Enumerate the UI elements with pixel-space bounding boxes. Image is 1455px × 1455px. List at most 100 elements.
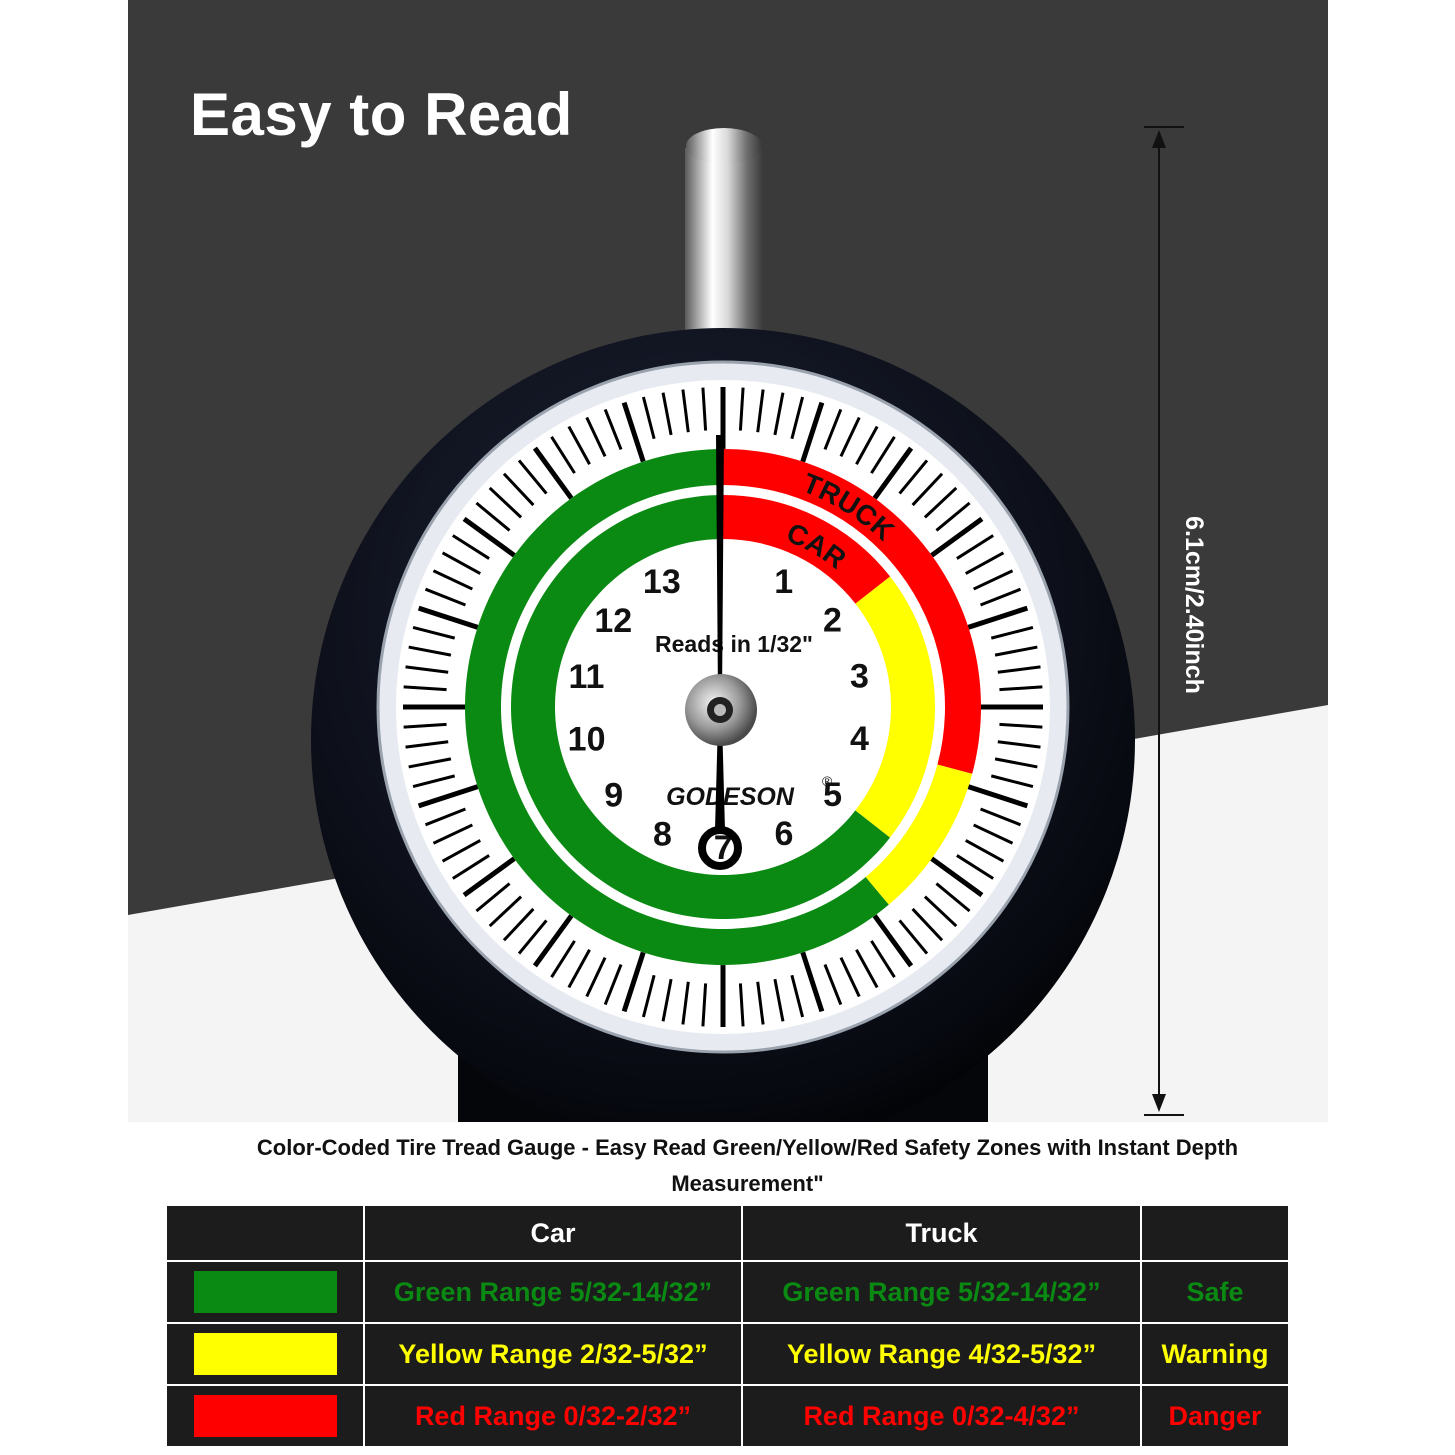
dial-tick	[870, 940, 896, 978]
dial-number: 7	[714, 829, 733, 867]
dial-tick	[990, 625, 1034, 640]
dial-tick	[935, 501, 971, 532]
dial-number: 1	[774, 563, 793, 601]
color-swatch	[193, 1333, 337, 1375]
dial-tick	[965, 551, 1005, 575]
table-header-status	[1140, 1204, 1290, 1262]
dial-tick	[641, 974, 656, 1018]
dial-tick	[603, 963, 623, 1006]
dimension-label: 6.1cm/2.40inch	[1180, 516, 1208, 694]
dial-tick	[550, 940, 576, 978]
dial-tick	[517, 459, 548, 495]
truck-yellow-zone	[865, 764, 973, 905]
dial-tick	[701, 983, 708, 1027]
dial-tick	[502, 907, 535, 942]
status-cell: Safe	[1140, 1260, 1290, 1324]
dial-tick	[408, 645, 452, 657]
reads-in-label: Reads in 1/32"	[655, 631, 813, 657]
dial-tick	[621, 948, 647, 1013]
dial-tick	[956, 854, 994, 880]
color-swatch	[193, 1395, 337, 1437]
dial-tick	[999, 722, 1043, 729]
status-cell: Warning	[1140, 1322, 1290, 1386]
color-swatch-cell	[165, 1322, 365, 1386]
dial-tick	[839, 956, 861, 998]
dial-tick	[799, 401, 825, 466]
needle-hub-center	[714, 704, 726, 716]
dial-tick	[927, 854, 984, 898]
dial-tick	[412, 625, 456, 640]
dial-tick	[972, 823, 1014, 845]
dial-tick	[621, 401, 647, 466]
dimension-arrow-down	[1152, 1094, 1166, 1112]
dial-tick	[567, 949, 591, 989]
table-header-truck: Truck	[741, 1204, 1142, 1262]
dial-tick	[927, 516, 984, 560]
tread-range-table: Car Truck Green Range 5/32-14/32”Green R…	[165, 1204, 1290, 1448]
table-row: Green Range 5/32-14/32”Green Range 5/32-…	[165, 1260, 1290, 1324]
dial-tick	[756, 981, 765, 1025]
car-range-cell: Green Range 5/32-14/32”	[363, 1260, 743, 1324]
dial-tick	[790, 396, 805, 440]
dial-tick	[773, 392, 785, 436]
dial-tick	[790, 974, 805, 1018]
status-cell: Danger	[1140, 1384, 1290, 1448]
dial-number: 8	[653, 815, 672, 853]
dial-ticks	[403, 387, 1043, 1027]
headline: Easy to Read	[190, 81, 573, 148]
truck-range-cell: Yellow Range 4/32-5/32”	[741, 1322, 1142, 1386]
dial-tick	[911, 472, 944, 507]
table-header-row: Car Truck	[165, 1204, 1290, 1262]
dial-tick	[855, 949, 879, 989]
dial-tick	[502, 472, 535, 507]
dial-tick	[823, 408, 843, 451]
dial-tick	[911, 907, 944, 942]
dial-tick	[452, 534, 490, 560]
dial-tick	[994, 757, 1038, 769]
dial-tick	[965, 839, 1005, 863]
dial-tick	[641, 396, 656, 440]
truck-green-zone	[465, 449, 889, 965]
dial-tick	[870, 911, 914, 968]
dial-number: 13	[643, 563, 681, 601]
dial-tick	[405, 740, 449, 749]
dial-tick	[839, 416, 861, 458]
dial-tick	[417, 783, 482, 809]
dial-tick	[997, 665, 1041, 674]
dial-tick	[756, 389, 765, 433]
dial-tick	[738, 983, 745, 1027]
dial-tick	[441, 551, 481, 575]
dial-tick	[585, 956, 607, 998]
dial-number: 4	[850, 720, 869, 758]
brand-logo: GODESON	[666, 783, 795, 811]
dial-tick	[585, 416, 607, 458]
truck-range-cell: Red Range 0/32-4/32”	[741, 1384, 1142, 1448]
dial-tick	[923, 486, 958, 519]
color-swatch-cell	[165, 1260, 365, 1324]
dial-tick	[441, 839, 481, 863]
dial-tick	[424, 587, 467, 607]
dial-tick	[603, 408, 623, 451]
dial-tick	[408, 757, 452, 769]
dial-tick	[923, 895, 958, 928]
dial-tick	[517, 919, 548, 955]
dial-tick	[550, 436, 576, 474]
dial-tick	[681, 389, 690, 433]
table-row: Yellow Range 2/32-5/32”Yellow Range 4/32…	[165, 1322, 1290, 1386]
dial-tick	[412, 774, 456, 789]
gauge-needle	[698, 435, 742, 870]
gauge-probe-tip	[686, 128, 762, 164]
dial-tick	[405, 665, 449, 674]
dial-tick	[964, 605, 1029, 631]
dial-tick	[898, 919, 929, 955]
dial-number: 11	[568, 658, 604, 696]
dial-tick	[870, 446, 914, 503]
dial-tick	[462, 854, 519, 898]
dial-number: 3	[850, 658, 869, 696]
dial-tick	[870, 436, 896, 474]
dial-tick	[432, 569, 474, 591]
dial-tick	[935, 882, 971, 913]
